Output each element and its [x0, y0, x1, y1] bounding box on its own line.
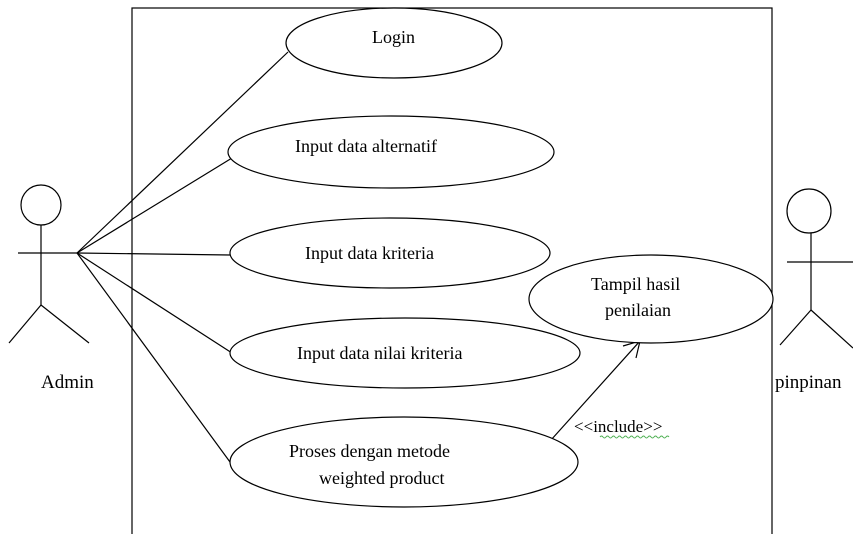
include-label-close: >>: [643, 417, 662, 436]
actor-admin[interactable]: [8, 184, 90, 344]
actor-admin-left-leg: [8, 304, 42, 344]
use-case-proses-wp-label-line2: weighted product: [319, 468, 444, 488]
include-arrow-line: [550, 340, 641, 441]
actor-pimpinan-label: pinpinan: [775, 372, 842, 393]
actor-pimpinan-right-leg: [810, 309, 853, 349]
use-case-tampil-hasil-shape: [528, 254, 774, 344]
use-case-input-alternatif-label: Input data alternatif: [295, 136, 437, 156]
actor-admin-label: Admin: [41, 372, 94, 393]
spellcheck-underline: [599, 435, 670, 439]
use-case-login-label: Login: [372, 27, 415, 47]
use-case-tampil-hasil[interactable]: Tampil hasil penilaian: [528, 254, 774, 344]
use-case-login[interactable]: Login: [285, 7, 503, 79]
association-admin-input-alternatif: [76, 157, 233, 254]
use-case-input-kriteria[interactable]: Input data kriteria: [229, 217, 551, 289]
use-case-tampil-hasil-label-line2: penilaian: [605, 300, 671, 320]
association-admin-input-nilai-kriteria: [76, 252, 233, 354]
use-case-input-alternatif-shape: [227, 115, 555, 189]
actor-pimpinan[interactable]: [779, 188, 853, 349]
association-lines: [76, 51, 289, 463]
association-admin-input-kriteria: [76, 252, 231, 256]
use-case-input-kriteria-label: Input data kriteria: [305, 243, 434, 263]
use-case-input-alternatif[interactable]: Input data alternatif: [227, 115, 555, 189]
actor-admin-right-leg: [40, 304, 90, 344]
actor-pimpinan-head: [786, 188, 832, 234]
use-case-login-shape: [285, 7, 503, 79]
use-case-proses-wp-shape: [229, 416, 579, 508]
include-label-word: include: [593, 417, 643, 436]
use-case-input-nilai-kriteria-shape: [229, 317, 581, 389]
system-boundary: [131, 7, 773, 534]
use-case-tampil-hasil-label-line1: Tampil hasil: [591, 274, 680, 294]
use-case-input-nilai-kriteria[interactable]: Input data nilai kriteria: [229, 317, 581, 389]
include-label: <<include>>: [574, 417, 662, 436]
use-case-input-nilai-kriteria-label: Input data nilai kriteria: [297, 343, 462, 363]
actor-pimpinan-left-leg: [779, 309, 812, 346]
use-case-input-kriteria-shape: [229, 217, 551, 289]
association-admin-proses-wp: [76, 252, 231, 463]
association-admin-login: [76, 51, 289, 254]
actor-admin-head: [20, 184, 62, 226]
use-case-proses-wp[interactable]: Proses dengan metode weighted product: [229, 416, 579, 508]
use-case-proses-wp-label-line1: Proses dengan metode: [289, 441, 450, 461]
include-label-open: <<: [574, 417, 593, 436]
